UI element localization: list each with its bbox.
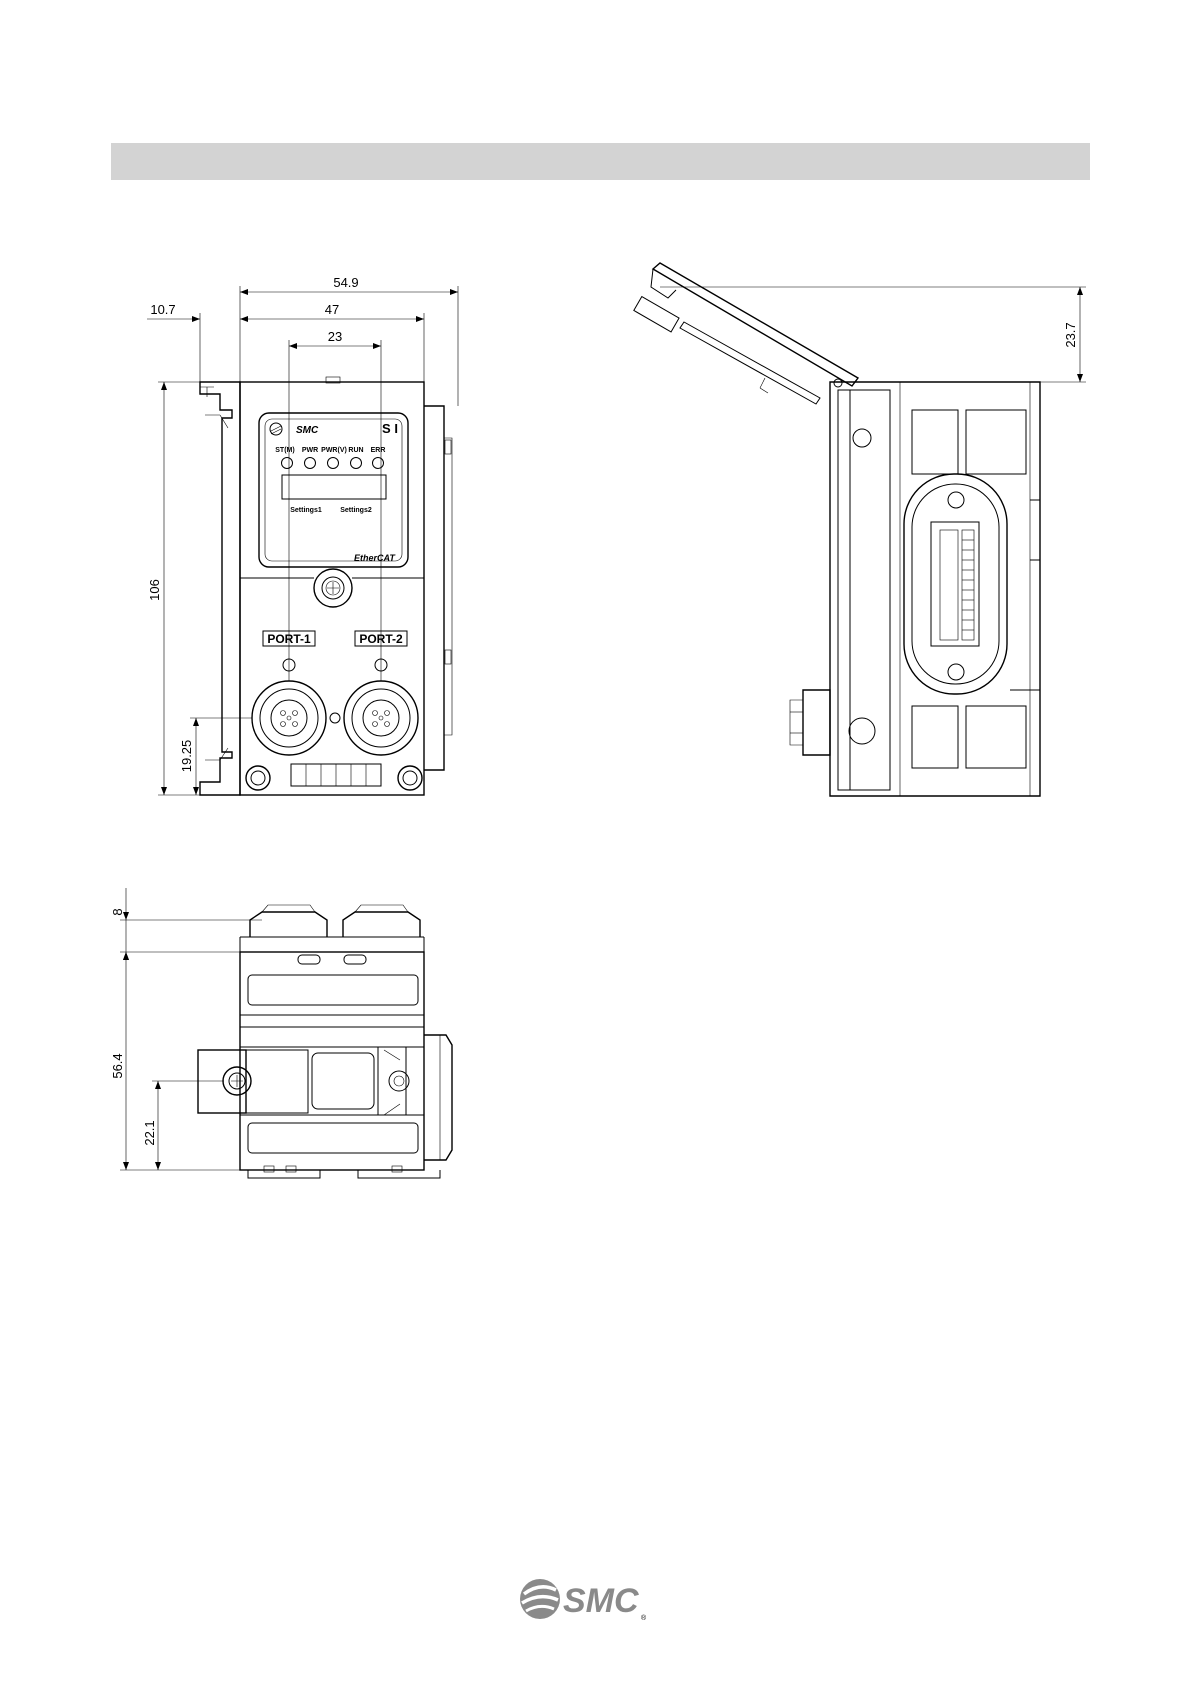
front-brand-label: SMC xyxy=(296,425,319,436)
dim-8: 8 xyxy=(110,908,125,915)
front-view xyxy=(147,286,458,795)
led-label-pwr: PWR xyxy=(302,447,318,454)
dim-22-1: 22.1 xyxy=(142,1120,157,1145)
led-label-pwrv: PWR(V) xyxy=(321,447,347,454)
side-view xyxy=(634,263,1086,796)
dim-10-7: 10.7 xyxy=(150,302,175,317)
dim-23-7: 23.7 xyxy=(1063,322,1078,347)
dim-19-25: 19.25 xyxy=(179,740,194,773)
settings1-label: Settings1 xyxy=(290,507,322,514)
dim-54-9: 54.9 xyxy=(333,275,358,290)
dim-56-4: 56.4 xyxy=(110,1053,125,1078)
dim-106: 106 xyxy=(147,579,162,601)
settings2-label: Settings2 xyxy=(340,507,372,514)
smc-swirl-icon xyxy=(520,1579,560,1619)
ethercat-logo: EtherCAT xyxy=(354,553,396,563)
smc-footer-logo: SMC ® xyxy=(520,1579,647,1622)
port2-label: PORT-2 xyxy=(359,632,403,646)
front-model-label: S I xyxy=(382,421,398,436)
led-label-st: ST(M) xyxy=(275,447,294,454)
port1-label: PORT-1 xyxy=(267,632,311,646)
led-label-err: ERR xyxy=(371,447,386,454)
led-label-run: RUN xyxy=(348,447,363,454)
dim-47: 47 xyxy=(325,302,339,317)
front-dimension-lines xyxy=(147,286,458,795)
registered-mark: ® xyxy=(641,1614,647,1622)
top-view xyxy=(120,888,452,1178)
smc-logo-text: SMC xyxy=(563,1582,639,1620)
dim-23: 23 xyxy=(328,329,342,344)
